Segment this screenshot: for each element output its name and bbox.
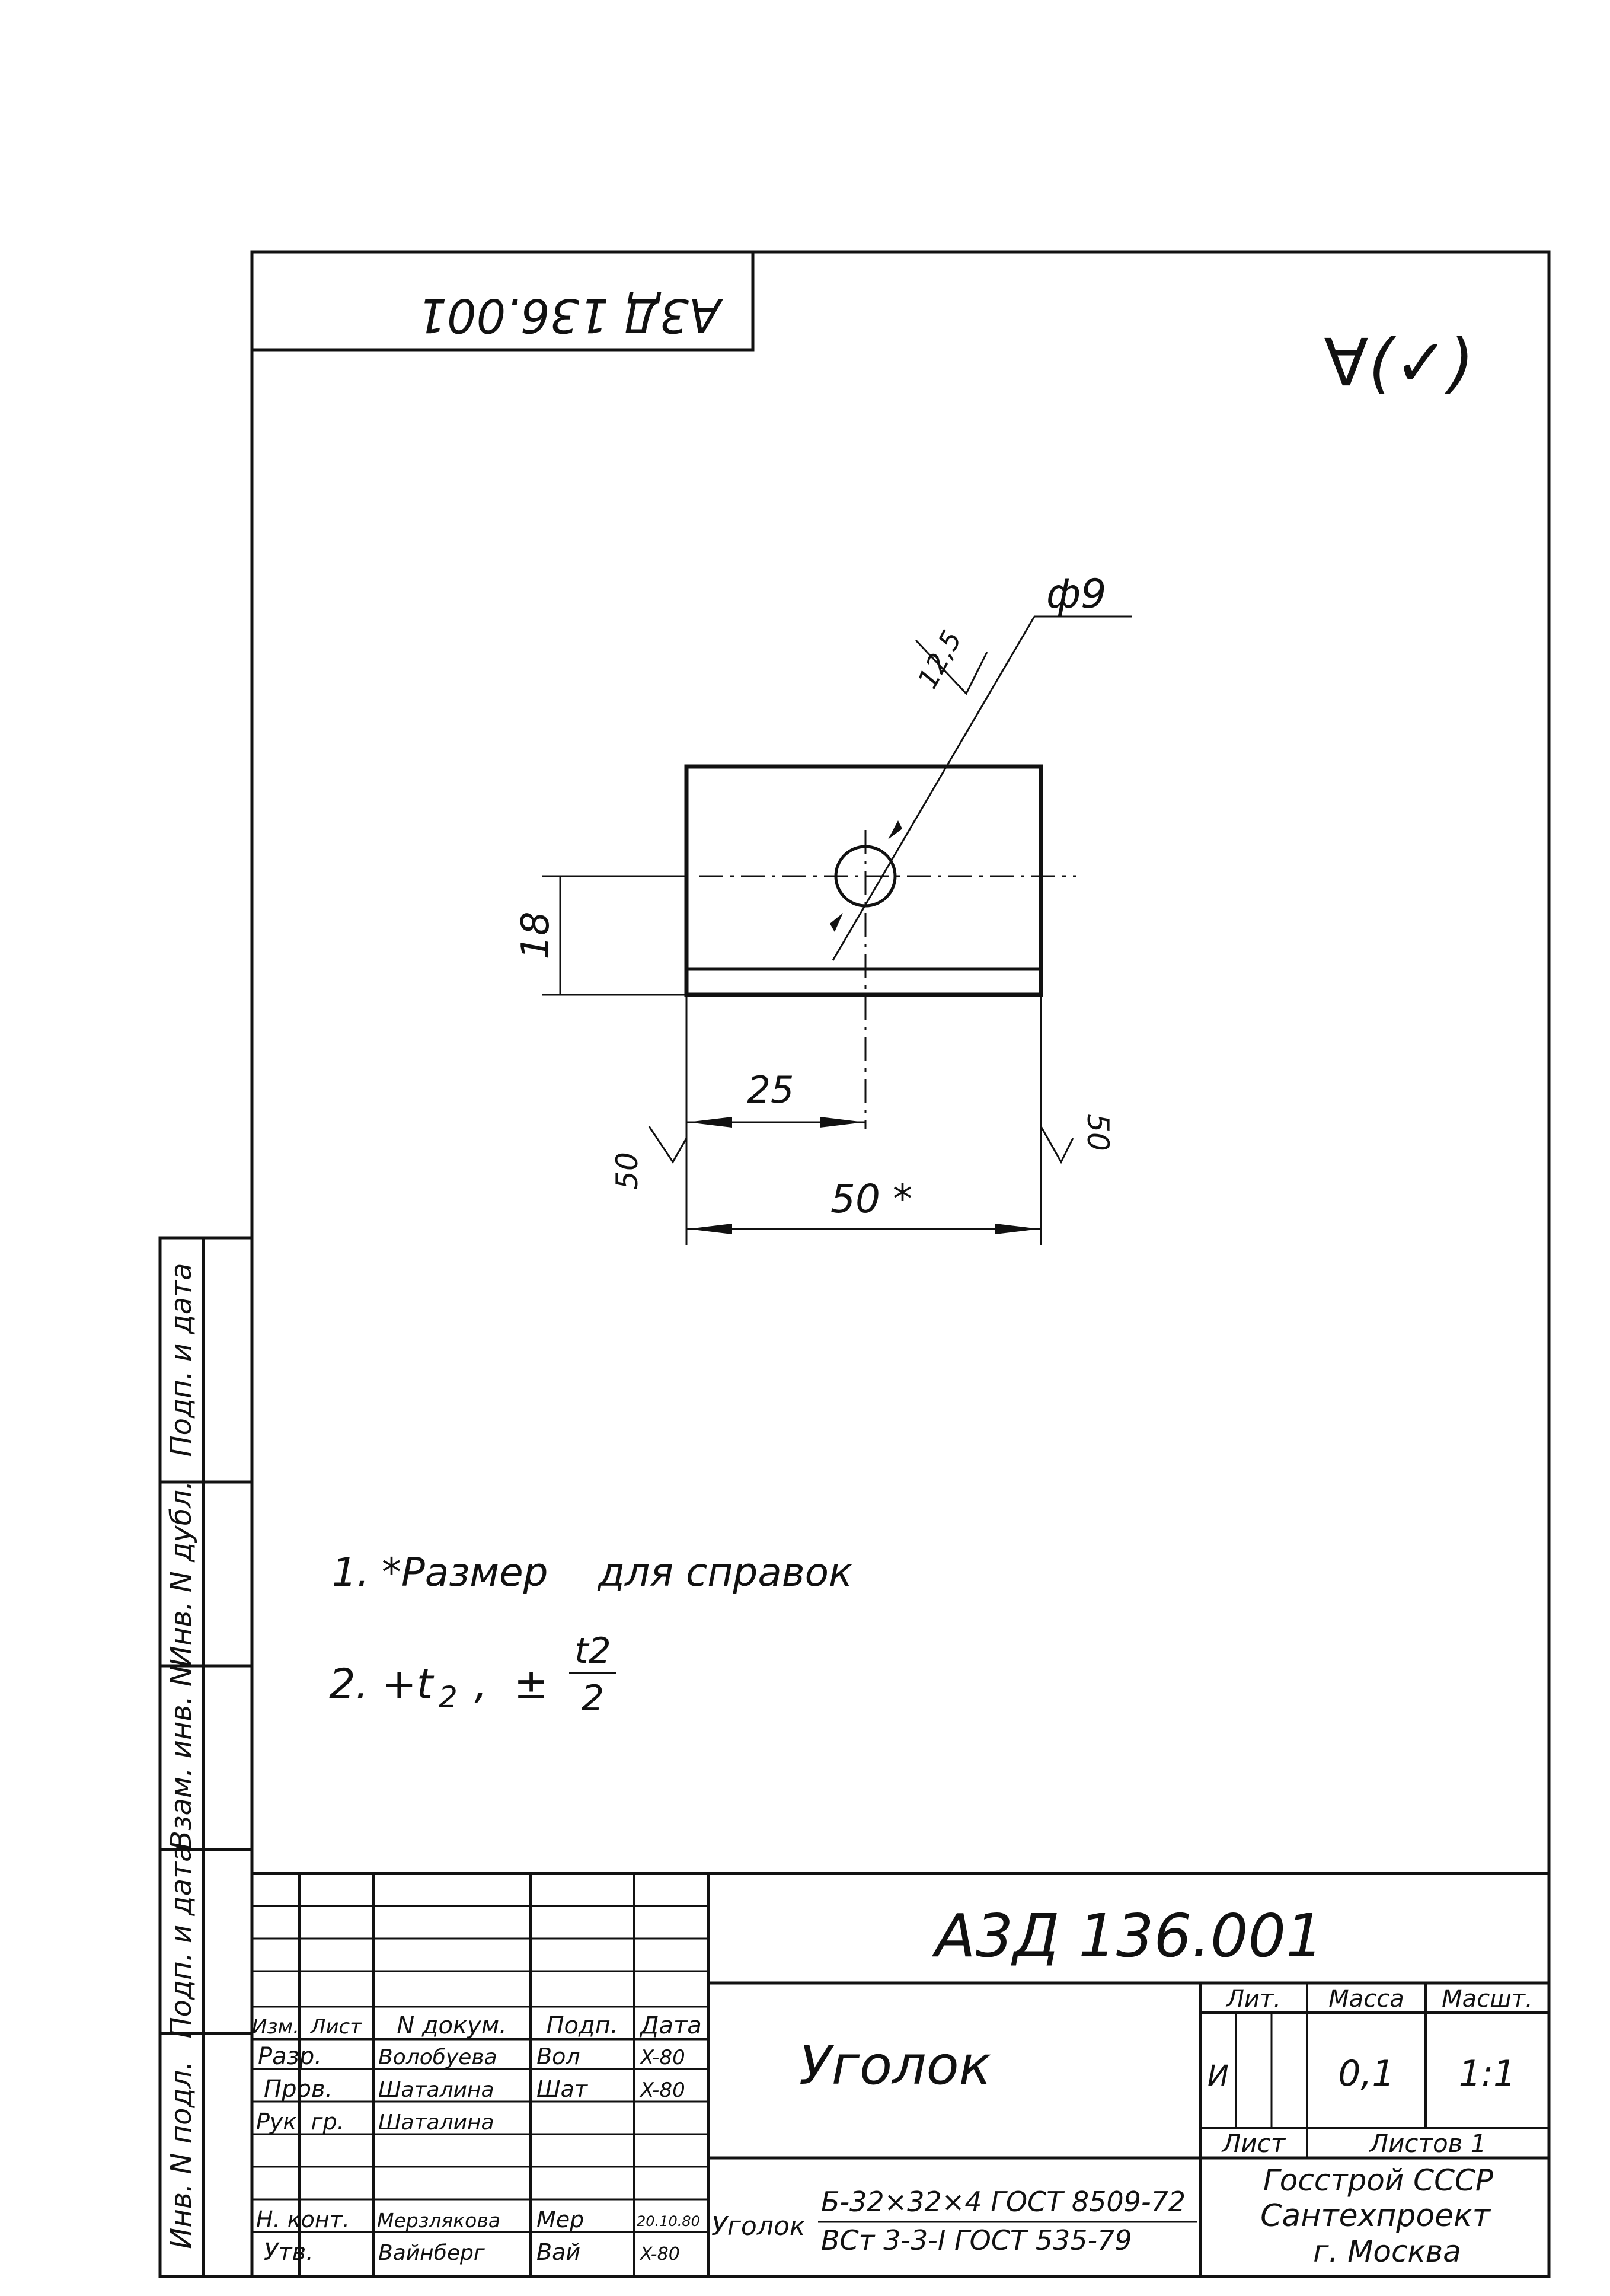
tb-material-prefix: Уголок [711, 2211, 806, 2241]
note-line-2-sep: , ± [474, 1660, 548, 1709]
dim-hole-diameter: ф9 [1046, 571, 1106, 618]
tb-org-line-2: Сантехпроект [1260, 2198, 1491, 2234]
tb-sign: Мер [536, 2206, 584, 2233]
side-label-4: Подп. и дата [165, 1845, 198, 2039]
dim-roughness-right: 50 [1081, 1113, 1115, 1151]
tb-role: Н. конт. [256, 2206, 350, 2233]
tb-doc-number: А3Д 136.001 [931, 1901, 1323, 1971]
tb-org-line-3: г. Москва [1313, 2234, 1461, 2269]
side-label-5: Инв. N подл. [165, 2061, 198, 2249]
tb-sheets-label: Листов 1 [1369, 2129, 1487, 2158]
tb-sheet-label: Лист [1221, 2129, 1286, 2158]
dim-50-arrow-right [995, 1224, 1040, 1234]
title-block-grid [252, 1872, 1549, 2276]
tb-role-row: Утв. Вайнберг Вай X-80 [264, 2238, 680, 2266]
dim-roughness-left: 50 [610, 1152, 644, 1190]
dim-50-arrow-left [688, 1224, 732, 1234]
dim-25-arrow-left [688, 1117, 732, 1128]
tb-scale-label: Масшт. [1442, 1985, 1533, 2013]
tb-mass-value: 0,1 [1338, 2053, 1394, 2094]
dim-roughness-hole: 12,5 [911, 625, 968, 694]
tb-name: Шаталина [378, 2110, 494, 2135]
roughness-mark-hole [915, 639, 988, 695]
tb-role: Разр. [258, 2043, 322, 2070]
tb-mass-label: Масса [1328, 1985, 1404, 2013]
tb-sign: Вай [536, 2239, 580, 2265]
tb-org-line-1: Госстрой СССР [1263, 2163, 1494, 2198]
tb-sign: Шат [536, 2076, 589, 2102]
tb-header-list: Лист [309, 2015, 362, 2039]
hole-leader [832, 616, 1036, 961]
tb-material-line-2: ВСт 3-3-I ГОСТ 535-79 [821, 2224, 1132, 2256]
tb-date: X-80 [639, 2078, 685, 2102]
part-view [542, 615, 1132, 1245]
tb-role-row: Н. конт. Мерзлякова Мер 20.10.80 [256, 2206, 700, 2233]
tb-scale-value: 1:1 [1459, 2053, 1516, 2094]
tb-role-row: Пров. Шаталина Шат X-80 [264, 2075, 685, 2103]
tb-name: Шаталина [378, 2078, 494, 2102]
tb-date: 20.10.80 [637, 2213, 700, 2230]
tb-header-izm: Изм. [252, 2015, 299, 2039]
note-line-2: 2. +t 2 , ± t2 2 [329, 1630, 616, 1719]
tb-role: Утв. [264, 2238, 314, 2266]
tb-role-row: Рук. гр. Шаталина [256, 2109, 494, 2135]
tb-header-podp: Подп. [546, 2012, 618, 2039]
note-line-2-sub: 2 [439, 1680, 458, 1714]
side-strip [158, 1236, 254, 2278]
sheet-frame [250, 250, 1551, 2278]
note-frac-num: t2 [574, 1630, 611, 1672]
tb-lit-label: Лит. [1225, 1985, 1281, 2013]
roughness-mark-right [1040, 1126, 1074, 1164]
tb-header-ndoc: N докум. [397, 2012, 507, 2039]
tb-role: Рук. гр. [256, 2109, 344, 2135]
tb-role: Пров. [264, 2075, 333, 2103]
top-stamp-box: А3Д 136.001 [252, 252, 755, 352]
dim-offset-25: 25 [748, 1068, 794, 1112]
dim-height-18: 18 [514, 911, 558, 959]
tb-material-line-1: Б-32×32×4 ГОСТ 8509-72 [821, 2186, 1186, 2218]
tb-date: X-80 [639, 2244, 680, 2265]
note-line-2-prefix: 2. +t [329, 1660, 435, 1709]
tb-part-name: Уголок [799, 2035, 991, 2097]
tb-header-data: Дата [639, 2012, 702, 2039]
side-label-1: Подп. и дата [165, 1263, 198, 1457]
side-label-3: Взам. инв. N [165, 1665, 198, 1850]
dim-width-50: 50 * [830, 1176, 912, 1222]
dim-25-arrow-right [820, 1117, 864, 1128]
side-label-2: Инв. N дубл. [165, 1481, 198, 1667]
hole-arrow-bottom [830, 913, 843, 932]
tb-lit-value: И [1208, 2059, 1229, 2093]
note-frac-den: 2 [582, 1678, 604, 1719]
tb-name: Мерзлякова [377, 2209, 500, 2232]
tb-date: X-80 [639, 2046, 685, 2070]
tb-name: Волобуева [378, 2045, 497, 2070]
part-outline [684, 764, 1043, 997]
hole-arrow-top [888, 820, 902, 839]
tb-name: Вайнберг [378, 2241, 485, 2265]
top-stamp-text: А3Д 136.001 [417, 288, 723, 341]
tb-sign: Вол [536, 2043, 580, 2070]
surface-mark: ∀(✓) [1324, 325, 1474, 401]
roughness-mark-left [648, 1126, 688, 1164]
tb-role-row: Разр. Волобуева Вол X-80 [258, 2043, 685, 2070]
note-line-1: 1. *Размер для справок [332, 1550, 852, 1595]
